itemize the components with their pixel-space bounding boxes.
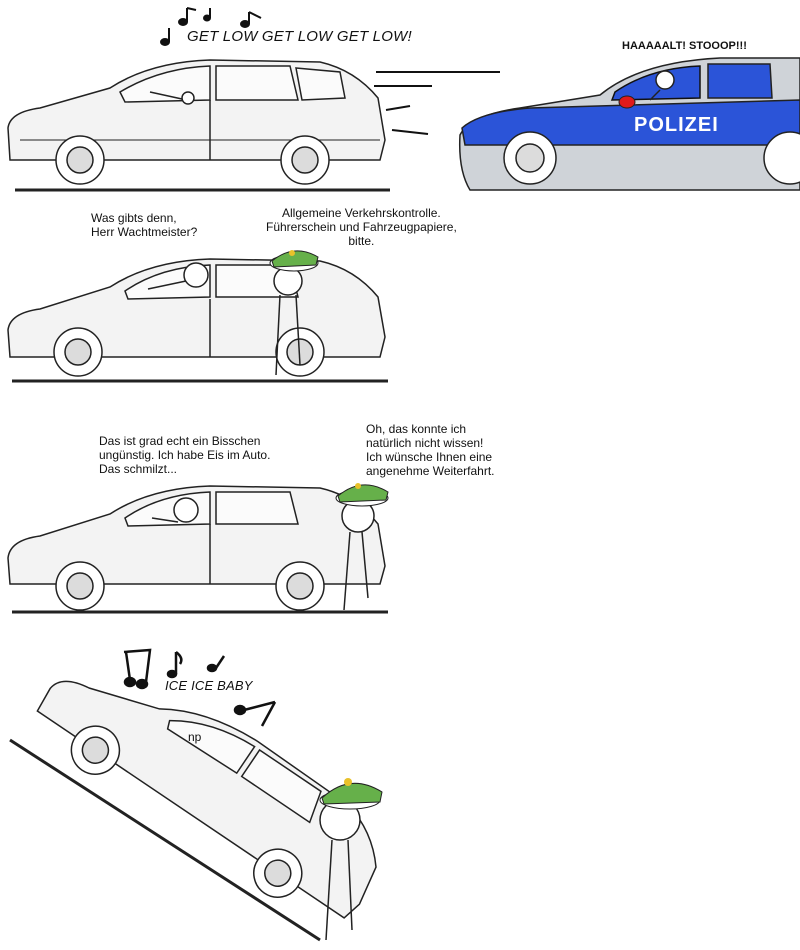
song-lyric-get-low: GET LOW GET LOW GET LOW! [187,28,412,45]
police-cap-icon [319,778,383,810]
driver-speech: Das ist grad echt ein Bisschen ungünstig… [99,434,271,476]
police-car [458,57,800,191]
panel-2-traffic-stop: Was gibts denn, Herr Wachtmeister? Allge… [0,195,800,395]
panel-1-chase: GET LOW GET LOW GET LOW! HAAAAALT! STOOO… [0,0,800,200]
panel-1-drawing [7,7,800,192]
music-note-icon [160,7,262,46]
panel-3-ice-excuse: Das ist grad echt ein Bisschen ungünstig… [0,418,800,618]
police-cap-icon [335,483,389,507]
driver-reply: np [188,730,202,744]
driver-car [7,485,388,614]
driver-car [7,258,388,383]
police-cap-icon [269,250,319,272]
siren-beacon-icon [618,95,636,109]
song-lyric-ice-ice-baby: ICE ICE BABY [165,678,253,693]
officer-speech: Oh, das konnte ich natürlich nicht wisse… [366,422,495,478]
polizei-label: POLIZEI [634,114,719,136]
speed-lines [374,71,500,135]
driver-speech: Was gibts denn, Herr Wachtmeister? [91,211,198,239]
driver-car [7,59,390,192]
music-note-icon [123,648,277,727]
police-shout: HAAAAALT! STOOOP!!! [622,40,747,52]
panel-3-drawing [7,483,389,614]
road-slope [9,738,321,942]
panel-4-drive-off: ICE ICE BABY np [0,630,800,950]
officer-speech: Allgemeine Verkehrskontrolle. Führersche… [266,206,457,248]
driver-car-tilted [36,680,377,919]
panel-4-drawing [9,648,383,942]
panel-2-drawing [7,250,388,383]
